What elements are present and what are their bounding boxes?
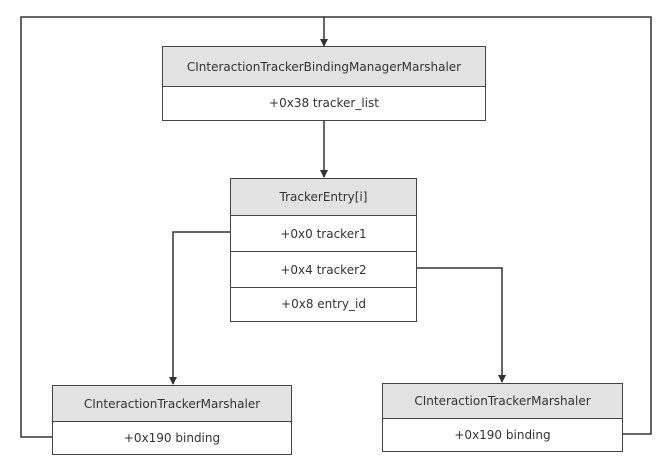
left-tracker-marshaler-box: CInteractionTrackerMarshaler +0x190 bind… bbox=[52, 385, 292, 455]
binding-manager-title: CInteractionTrackerBindingManagerMarshal… bbox=[163, 47, 485, 86]
tracker-list-field: +0x38 tracker_list bbox=[163, 86, 485, 119]
right-tracker-marshaler-box: CInteractionTrackerMarshaler +0x190 bind… bbox=[382, 383, 623, 452]
entry-id-field: +0x8 entry_id bbox=[231, 287, 416, 320]
tracker1-field: +0x0 tracker1 bbox=[231, 215, 416, 251]
loop-left-binding-to-manager bbox=[20, 16, 328, 438]
loop-right-binding-to-manager bbox=[324, 16, 652, 435]
tracker-entry-title: TrackerEntry[i] bbox=[231, 179, 416, 215]
tracker2-field: +0x4 tracker2 bbox=[231, 251, 416, 287]
right-binding-field: +0x190 binding bbox=[383, 418, 622, 450]
left-binding-field: +0x190 binding bbox=[53, 421, 291, 453]
tracker-entry-box: TrackerEntry[i] +0x0 tracker1 +0x4 track… bbox=[230, 178, 417, 322]
left-marshaler-title: CInteractionTrackerMarshaler bbox=[53, 386, 291, 421]
arrow-tracker1-to-left-marshaler bbox=[169, 231, 231, 385]
binding-manager-marshaler-box: CInteractionTrackerBindingManagerMarshal… bbox=[162, 46, 486, 121]
arrow-tracker2-to-right-marshaler bbox=[416, 267, 506, 383]
right-marshaler-title: CInteractionTrackerMarshaler bbox=[383, 384, 622, 418]
